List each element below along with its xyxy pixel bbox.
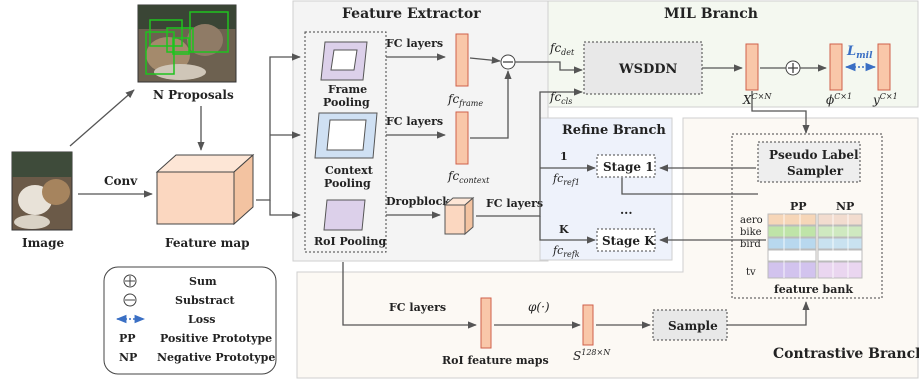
phi-label: ϕC×1 (826, 92, 852, 107)
legend-row-np: NP Negative Prototype (119, 351, 275, 364)
feature-map-label: Feature map (165, 236, 250, 250)
y-bar (877, 43, 891, 91)
arrow-to-wsddn-cls (525, 88, 583, 217)
fc-layers-label-3: FC layers (486, 197, 543, 210)
roi-pooling-icon (323, 199, 366, 231)
fc-det-label: fcdet (549, 41, 575, 57)
pseudo-label-box (757, 141, 861, 183)
roi-feature-bar (480, 297, 492, 349)
arrow-stage1-to-bank (621, 178, 758, 195)
wsddn-box (583, 41, 703, 95)
class-bike: bike (740, 227, 762, 238)
stagek-label: Stage K (602, 234, 655, 248)
pseudo-label-text-1: Pseudo Label (769, 148, 859, 162)
wsddn-label: WSDDN (618, 62, 678, 77)
context-pooling-label-1: Context (325, 164, 374, 177)
fc-refk-label: fcrefk (552, 244, 580, 259)
legend-loss-text: Loss (188, 313, 215, 326)
legend-np-text: Negative Prototype (157, 351, 275, 364)
dropblock-cube (443, 196, 475, 236)
sample-label: Sample (668, 319, 718, 333)
arrow-frame-to-subtract (469, 56, 501, 64)
context-pooling-icon (314, 112, 378, 159)
fc-context-bar (455, 111, 469, 165)
class-aero: aero (740, 215, 763, 226)
arrow-image-to-proposals (69, 89, 135, 147)
varphi-label: φ(·) (528, 300, 550, 314)
pp-header: PP (790, 200, 807, 213)
legend-pp-text: Positive Prototype (160, 332, 272, 345)
legend-box (103, 266, 277, 375)
context-pooling-label-2: Pooling (324, 177, 371, 190)
contrastive-branch-region (296, 117, 919, 379)
phi-bar (829, 43, 843, 91)
fc-layers-label-2: FC layers (386, 115, 443, 128)
arrow-x-to-pseudo-label (751, 91, 810, 134)
refine-ellipsis: ... (620, 203, 633, 217)
contrastive-branch-title: Contrastive Branch (773, 346, 919, 362)
stagek-box (596, 228, 656, 252)
fc-layers-bottom: FC layers (389, 301, 446, 314)
feature-map-cube (155, 153, 255, 226)
roi-feature-maps-label: RoI feature maps (442, 354, 549, 367)
input-image (11, 151, 73, 231)
refine-branch-title: Refine Branch (562, 123, 666, 138)
arrow-to-frame-pooling (256, 53, 301, 201)
legend-row-subtract: Substract (123, 293, 236, 307)
dropblock-label: Dropblock (386, 195, 450, 208)
legend-np-sym: NP (119, 351, 137, 364)
image-label: Image (22, 236, 64, 250)
arrow-to-stagek (539, 216, 596, 244)
arrow-subtract-to-wsddn (515, 61, 583, 74)
stage1-box (596, 154, 656, 178)
y-label: yC×1 (872, 92, 898, 107)
legend-row-sum: Sum (123, 274, 217, 288)
arrow-context-to-subtract (470, 70, 512, 139)
loss-label: Lmil (846, 44, 873, 61)
feature-bank-label: feature bank (774, 283, 853, 296)
x-bar (745, 43, 759, 91)
class-bird: bird (740, 239, 761, 250)
legend-pp-sym: PP (119, 332, 136, 345)
arrow-to-roi-pooling (269, 200, 301, 219)
refine-idx-1: 1 (560, 150, 568, 163)
feature-bank-grid (767, 213, 863, 279)
arrow-roi-to-fc (342, 262, 477, 329)
frame-pooling-label-2: Pooling (323, 96, 370, 109)
fc-cls-label: fccls (549, 90, 572, 106)
fc-layers-label-1: FC layers (386, 37, 443, 50)
s-bar (582, 304, 594, 346)
x-label: XC×N (742, 92, 772, 107)
conv-label: Conv (104, 174, 138, 188)
legend-subtract-text: Substract (175, 294, 236, 307)
proposals-label: N Proposals (153, 88, 234, 102)
proposals-image (137, 4, 237, 83)
feature-extractor-title: Feature Extractor (342, 6, 481, 22)
pooling-group (304, 31, 387, 253)
legend-row-pp: PP Positive Prototype (119, 332, 272, 345)
stage1-label: Stage 1 (603, 160, 654, 174)
pseudo-label-text-2: Sampler (787, 164, 844, 178)
roi-pooling-label: RoI Pooling (314, 235, 386, 248)
class-tv: tv (746, 267, 756, 278)
sampler-group (731, 133, 883, 299)
mil-branch-title: MIL Branch (664, 6, 758, 22)
fc-frame-bar (455, 33, 469, 87)
fc-frame-label: fcframe (447, 92, 483, 108)
frame-pooling-icon (320, 41, 368, 81)
arrow-sample-to-bank (727, 301, 810, 326)
refine-idx-k: K (559, 223, 569, 236)
legend-row-loss: Loss (115, 313, 215, 326)
s-label: S128×N (573, 348, 611, 363)
fc-ref1-label: fcref1 (552, 172, 580, 187)
frame-pooling-label-1: Frame (328, 83, 367, 96)
fc-context-label: fccontext (447, 169, 490, 185)
legend-sum-text: Sum (189, 275, 217, 288)
np-header: NP (836, 200, 854, 213)
